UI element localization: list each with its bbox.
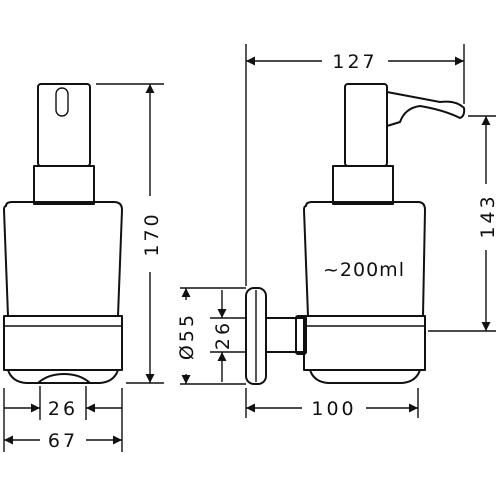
side-view-dispenser: ~200ml xyxy=(245,83,466,385)
dimension-front-height-label: 170 xyxy=(141,211,163,256)
dimension-front-base: 26 67 xyxy=(3,386,123,452)
front-holder-band xyxy=(3,315,123,371)
front-pump-slot xyxy=(55,87,69,117)
front-pump-head xyxy=(37,83,91,167)
dimension-flange-diameter-label: Ø55 xyxy=(176,312,198,360)
dimension-side-height: 143 xyxy=(428,115,499,332)
dimension-side-width: 127 xyxy=(245,44,465,286)
dimension-flange-inner-label: 26 xyxy=(212,320,234,350)
side-bottle-bottom xyxy=(309,369,421,384)
wall-flange xyxy=(245,287,267,385)
dimension-base-inner-label: 26 xyxy=(48,398,78,420)
front-pump-collar xyxy=(33,165,95,205)
side-pump-head xyxy=(344,83,388,167)
wall-arm xyxy=(265,317,305,353)
side-pump-spout xyxy=(386,91,466,127)
dimension-front-height: 170 xyxy=(96,83,164,384)
front-bottle-body xyxy=(3,201,123,317)
dimension-base-outer-label: 67 xyxy=(48,430,78,452)
dimension-side-height-label: 143 xyxy=(477,193,499,238)
front-base-cap xyxy=(37,373,91,384)
dimension-side-depth-label: 100 xyxy=(311,398,356,420)
side-bottle-body xyxy=(303,201,426,317)
capacity-label: ~200ml xyxy=(323,259,405,281)
side-pump-collar xyxy=(332,165,394,205)
dimension-flange: Ø55 26 xyxy=(176,287,246,385)
dimension-side-width-label: 127 xyxy=(332,51,377,73)
dimension-side-depth: 100 xyxy=(245,388,419,420)
front-view-dispenser xyxy=(3,83,123,384)
front-bottle-bottom xyxy=(7,369,119,384)
wall-arm-joint xyxy=(295,315,307,355)
side-holder-band xyxy=(303,315,426,371)
